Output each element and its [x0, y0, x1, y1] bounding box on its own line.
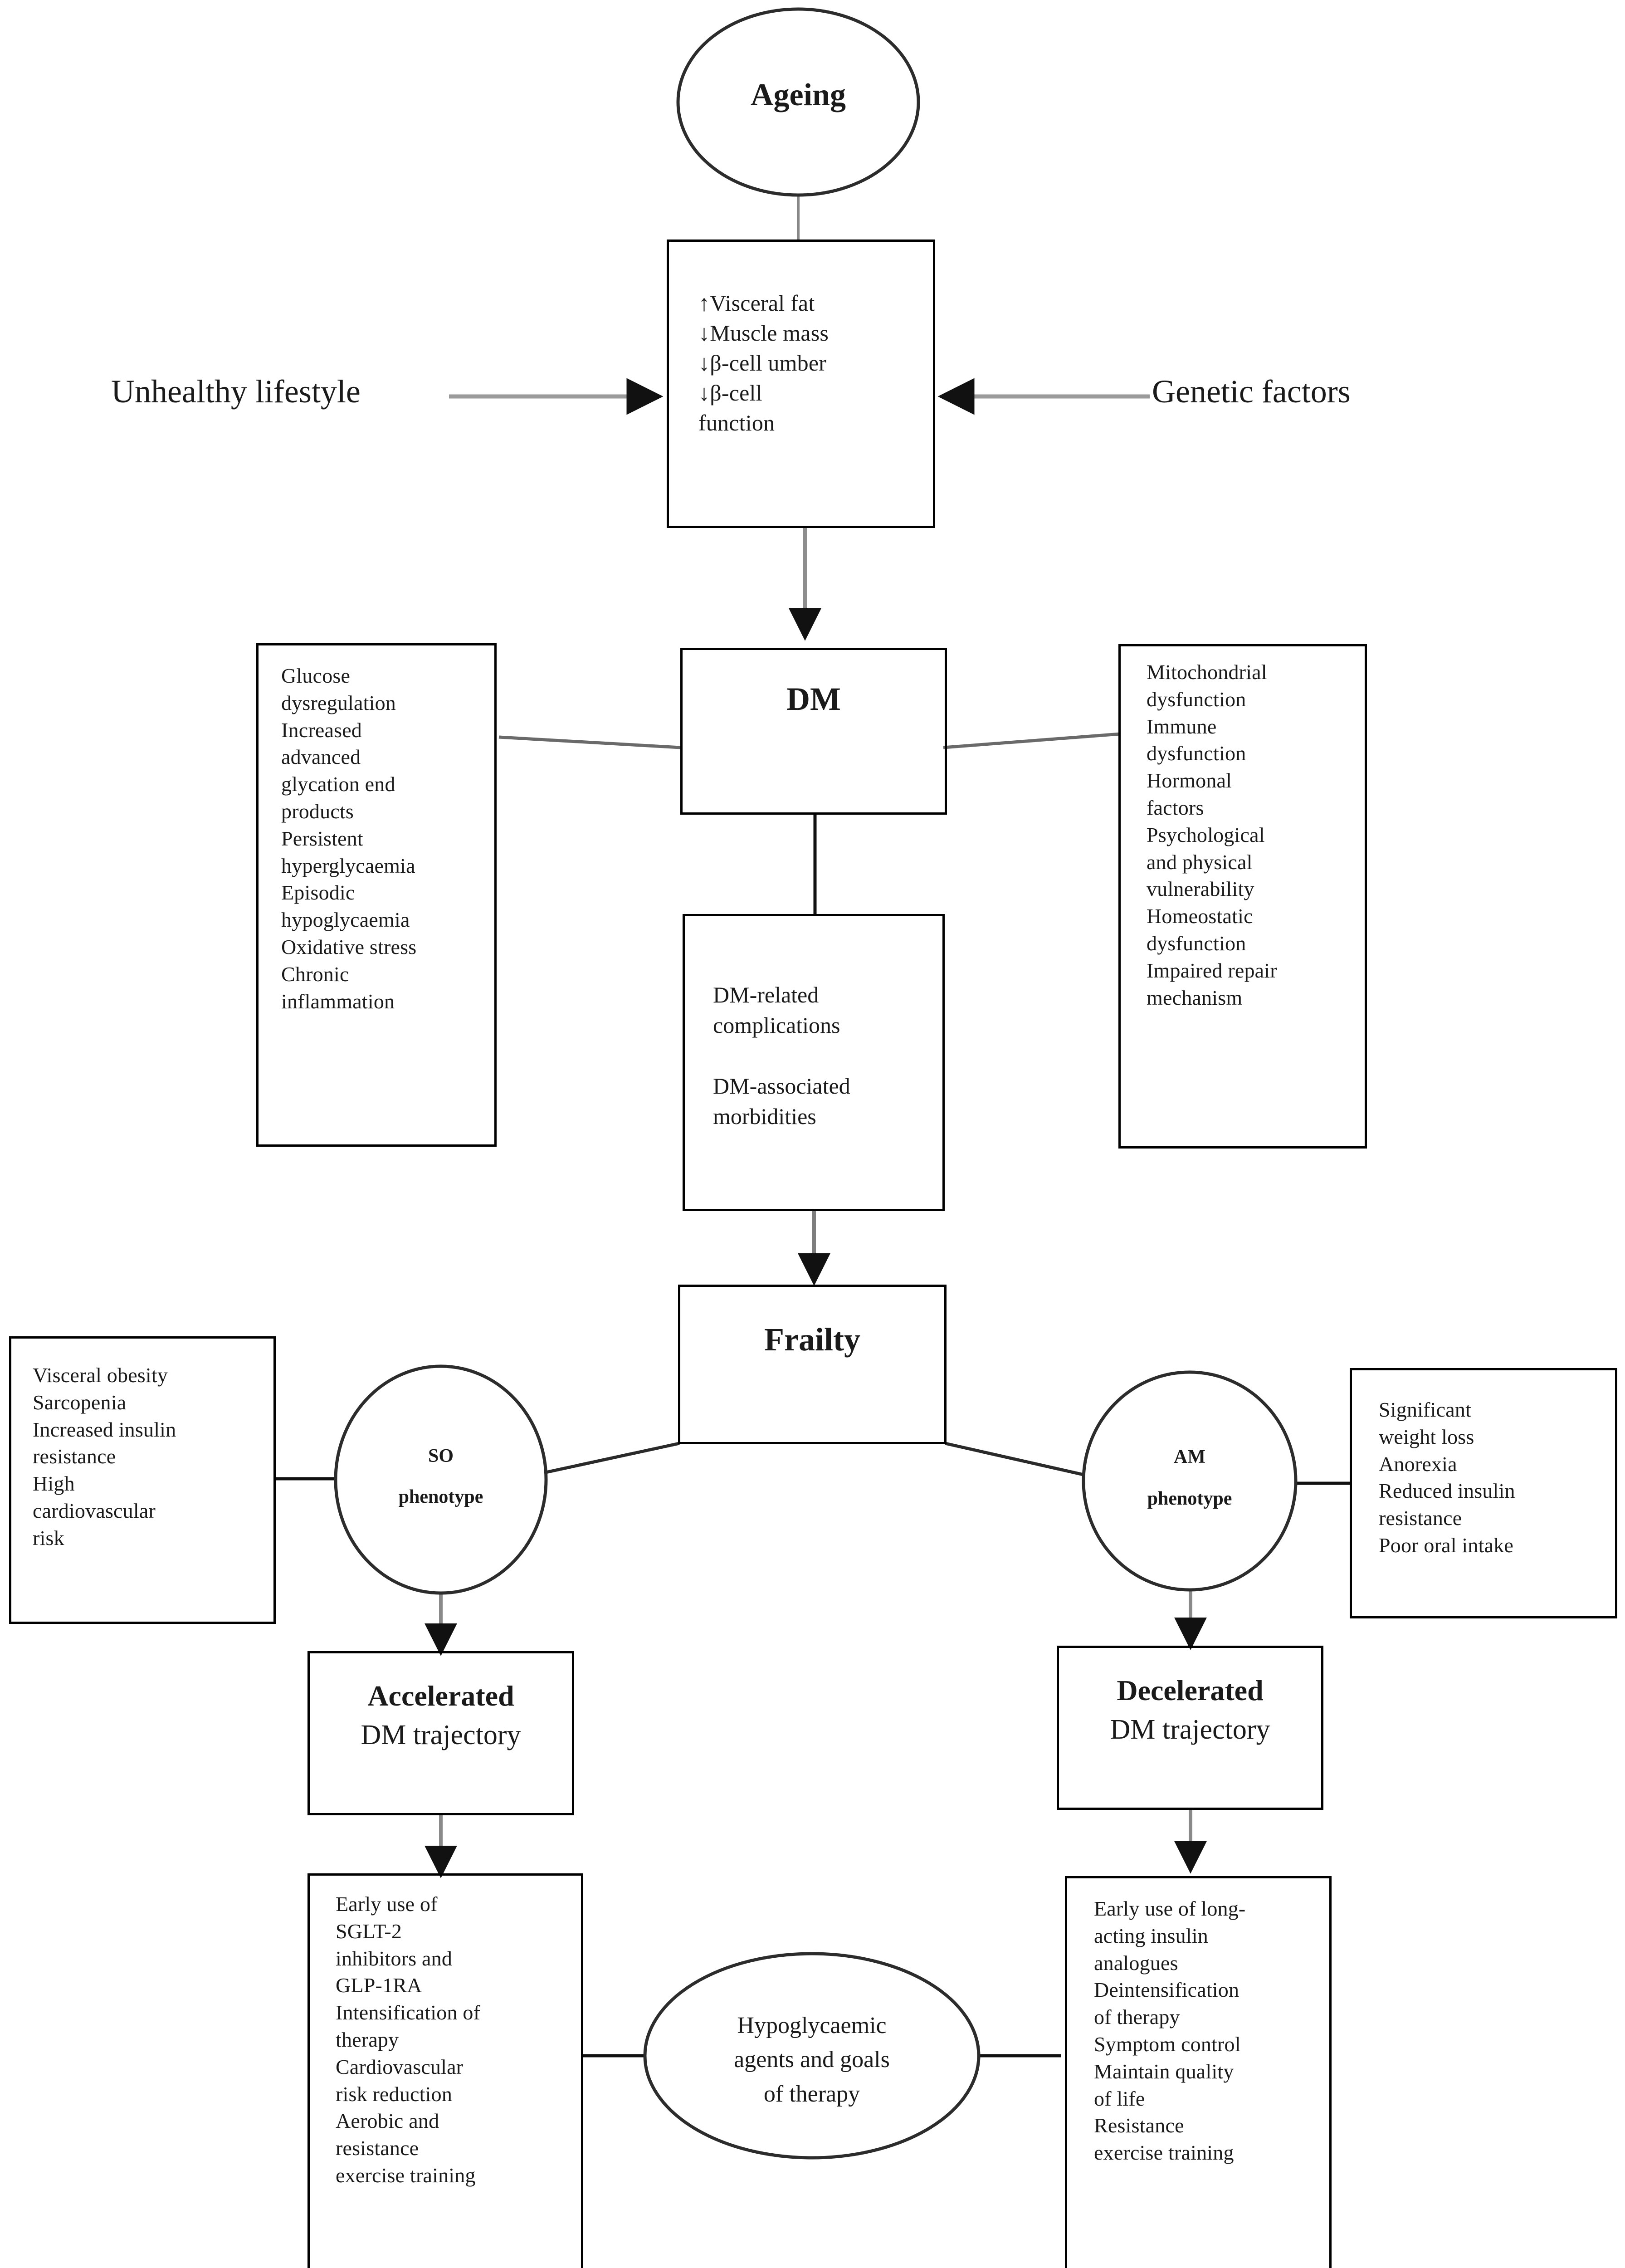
so-management-text: Early use of SGLT-2 inhibitors and GLP-1… [336, 1892, 481, 2187]
dm-right-factors-text: Mitochondrial dysfunction Immune dysfunc… [1147, 660, 1277, 1009]
hypoglycaemic-agents-text: Hypoglycaemic agents and goals of therap… [734, 2013, 890, 2107]
unhealthy-lifestyle-label: Unhealthy lifestyle [111, 373, 361, 410]
frailty-label: Frailty [764, 1321, 860, 1358]
accelerated-trajectory-line1: Accelerated [367, 1680, 514, 1712]
edge-dm-to-left-factors [498, 735, 681, 749]
dm-complications-box [683, 914, 945, 1211]
edge-dm-to-right-factors [943, 732, 1121, 749]
am-phenotype-label-line2: phenotype [1147, 1488, 1232, 1509]
decelerated-trajectory-line2: DM trajectory [1110, 1714, 1270, 1745]
ageing-ellipse-shape [676, 7, 920, 197]
dm-label: DM [786, 681, 841, 717]
am-management-box [1065, 1876, 1332, 2268]
genetic-factors-label: Genetic factors [1152, 373, 1351, 410]
so-features-box [9, 1336, 276, 1624]
decelerated-trajectory-line1: Decelerated [1117, 1674, 1264, 1706]
so-phenotype-label-line1: SO [428, 1446, 454, 1466]
dm-box [680, 648, 947, 815]
dm-right-factors-box [1118, 644, 1367, 1149]
so-features-text: Visceral obesity Sarcopenia Increased in… [33, 1364, 176, 1549]
ageing-label: Ageing [751, 78, 846, 112]
am-features-text: Significant weight loss Anorexia Reduced… [1379, 1398, 1515, 1557]
dm-complications-text: DM-related complications DM-associated m… [713, 982, 850, 1129]
frailty-box [678, 1285, 947, 1444]
accelerated-trajectory-box [307, 1651, 574, 1815]
dm-left-factors-box [256, 643, 497, 1147]
dm-left-factors-text: Glucose dysregulation Increased advanced… [281, 664, 417, 1013]
accelerated-trajectory-line2: DM trajectory [361, 1720, 521, 1750]
am-phenotype-ellipse-shape [1082, 1370, 1298, 1592]
so-management-box [307, 1873, 583, 2268]
am-management-text: Early use of long- acting insulin analog… [1094, 1897, 1246, 2165]
ageing-effects-text: ↑Visceral fat ↓Muscle mass ↓β-cell umber… [698, 290, 829, 435]
so-phenotype-ellipse-shape [334, 1364, 548, 1595]
ageing-effects-box [667, 240, 935, 528]
decelerated-trajectory-box [1057, 1646, 1323, 1810]
hypoglycaemic-ellipse-shape [643, 1952, 981, 2160]
am-features-box [1350, 1368, 1617, 1618]
so-phenotype-label-line2: phenotype [398, 1486, 483, 1507]
am-phenotype-label-line1: AM [1174, 1447, 1205, 1467]
